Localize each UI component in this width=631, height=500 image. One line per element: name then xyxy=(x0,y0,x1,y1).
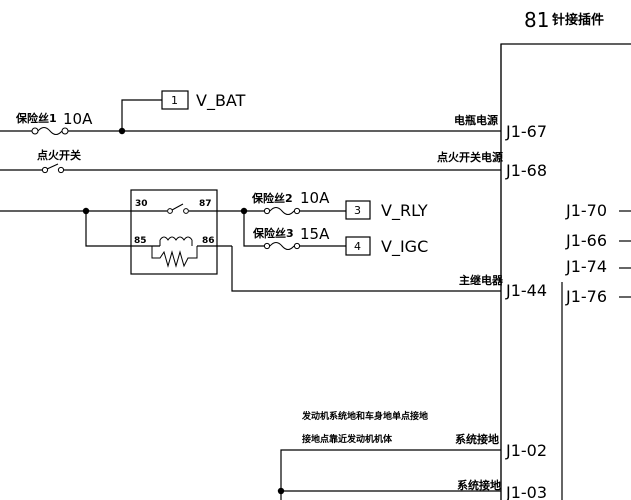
pin-j1-70: J1-70 xyxy=(565,201,607,220)
connector-pin-count: 81 xyxy=(524,8,549,32)
ground-wires xyxy=(277,449,501,500)
fuse2-rating: 10A xyxy=(300,189,330,207)
pin-j1-66: J1-66 xyxy=(565,231,607,250)
ignition-switch-label: 点火开关 xyxy=(37,148,81,162)
fuse1-rating: 10A xyxy=(63,110,93,128)
main-relay-label: 主继电器 xyxy=(459,273,504,287)
pin-j1-44: J1-44 xyxy=(505,281,547,300)
ground-note-line1: 发动机系统地和车身地单点接地 xyxy=(301,410,428,422)
fuse3-rating: 15A xyxy=(300,225,330,243)
fuse2-wire xyxy=(240,207,346,250)
battery-wire xyxy=(0,99,501,135)
output-v-igc: V_IGC xyxy=(381,237,428,257)
ecu-connector xyxy=(500,43,631,500)
battery-power-label: 电瓶电源 xyxy=(454,113,498,127)
fuse2-label: 保险丝2 xyxy=(251,191,293,205)
fuse1-label: 保险丝1 xyxy=(15,111,57,125)
output-box-1 xyxy=(161,90,189,110)
pin-j1-67: J1-67 xyxy=(505,122,547,141)
system-ground-label-1: 系统接地 xyxy=(455,432,499,446)
pin-j1-74: J1-74 xyxy=(565,257,607,276)
connector-title: 针接插件 xyxy=(551,12,604,28)
fuse3-label: 保险丝3 xyxy=(252,226,294,240)
relay-pin-87: 87 xyxy=(199,199,212,209)
output-v-rly: V_RLY xyxy=(381,201,428,221)
output-box-4 xyxy=(345,236,371,256)
main-relay xyxy=(0,189,501,292)
relay-pin-30: 30 xyxy=(135,199,148,209)
relay-pin-85: 85 xyxy=(134,236,147,246)
system-ground-label-2: 系统接地 xyxy=(457,478,501,492)
pin-j1-68: J1-68 xyxy=(505,161,547,180)
ground-note-line2: 接地点靠近发动机机体 xyxy=(302,433,393,445)
output-4-num: 4 xyxy=(354,240,361,253)
output-1-num: 1 xyxy=(171,94,178,107)
ignition-power-label: 点火开关电源 xyxy=(437,150,503,164)
pin-j1-02: J1-02 xyxy=(505,441,547,460)
right-pin-stubs xyxy=(619,210,631,298)
pin-j1-76: J1-76 xyxy=(565,287,607,306)
ignition-wire xyxy=(0,163,501,174)
relay-pin-86: 86 xyxy=(202,236,215,246)
output-3-num: 3 xyxy=(354,204,361,217)
pin-j1-03: J1-03 xyxy=(505,483,547,500)
output-v-bat: V_BAT xyxy=(196,91,246,111)
output-box-3 xyxy=(345,200,371,220)
